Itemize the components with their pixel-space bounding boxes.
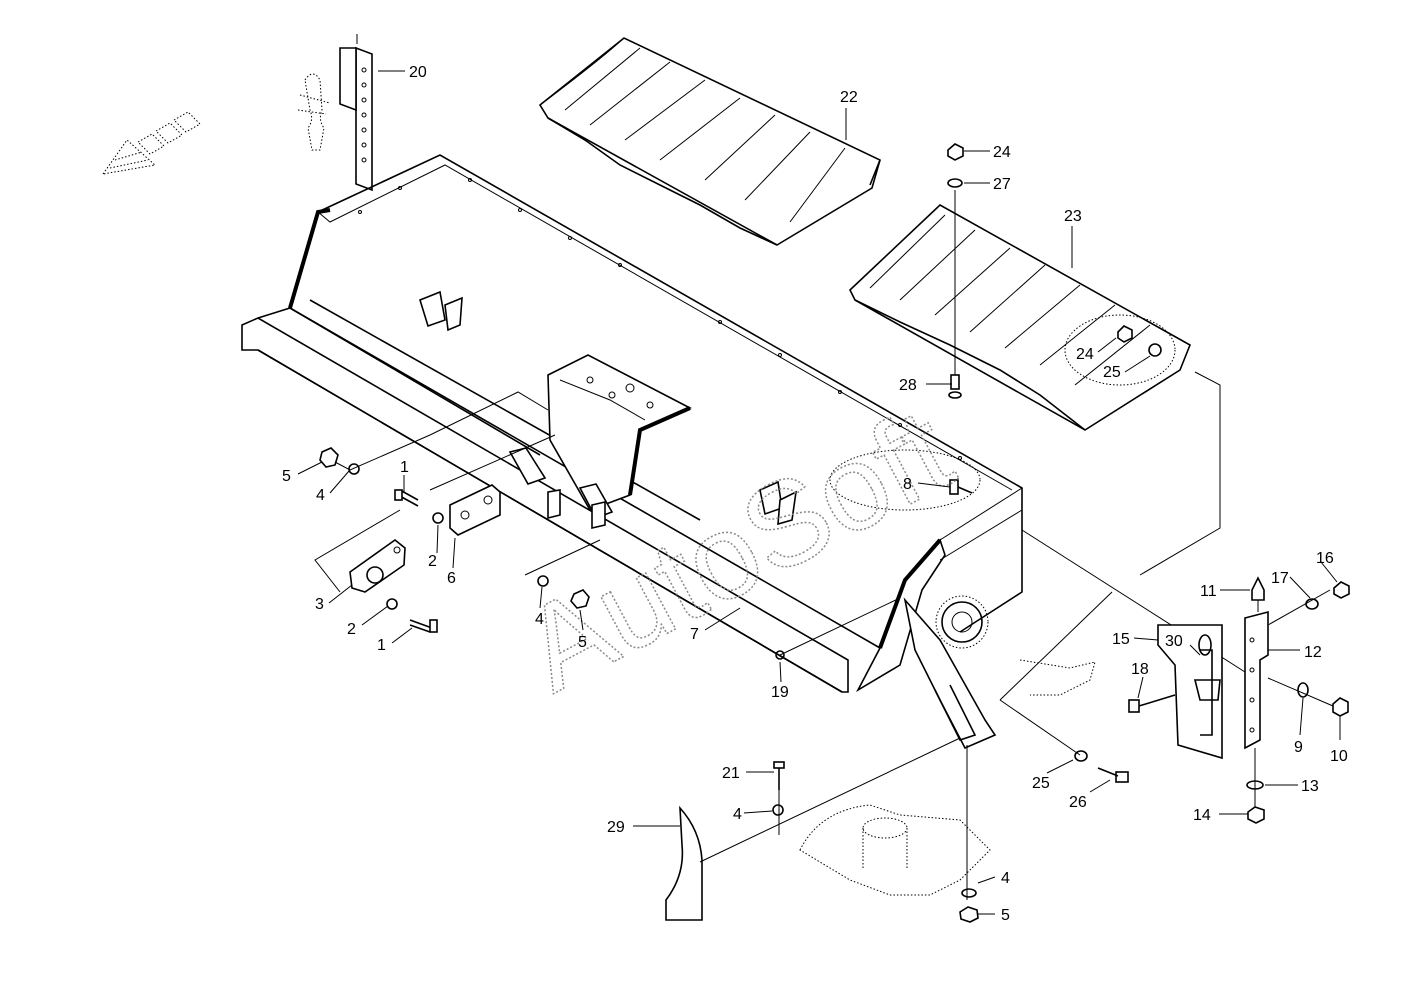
callout-23: 23: [1064, 208, 1082, 225]
direction-arrow-icon: [101, 111, 201, 175]
callout-19: 19: [771, 684, 789, 701]
callout-8: 8: [903, 476, 912, 493]
part-22-cover: [538, 37, 881, 246]
callout-5-left: 5: [282, 468, 291, 485]
callout-27: 27: [993, 176, 1011, 193]
callout-28: 28: [899, 377, 917, 394]
callout-10: 10: [1330, 748, 1348, 765]
callout-14: 14: [1193, 807, 1211, 824]
callout-2-bottom: 2: [347, 621, 356, 638]
callout-24-top: 24: [993, 144, 1011, 161]
callout-1-top: 1: [400, 459, 409, 476]
callout-15: 15: [1112, 631, 1130, 648]
callout-4-left: 4: [316, 487, 325, 504]
callout-24-cover: 24: [1076, 346, 1094, 363]
part-23-cover: [849, 204, 1192, 431]
part-7-main-housing: [241, 154, 1023, 750]
callout-11: 11: [1200, 583, 1217, 600]
callout-17: 17: [1271, 570, 1289, 587]
callout-2-top: 2: [428, 553, 437, 570]
callout-4-right: 4: [1001, 870, 1010, 887]
callout-4-bottom: 4: [733, 806, 742, 823]
callout-30: 30: [1165, 633, 1183, 650]
callout-leaders: [297, 70, 1341, 915]
callout-labels: 20 22 23 24 27 24 25 28 8 5 4 1 2 6 3 2 …: [282, 64, 1348, 924]
callout-26: 26: [1069, 794, 1087, 811]
callout-5-mid: 5: [578, 634, 587, 651]
callout-12: 12: [1304, 644, 1322, 661]
callout-6: 6: [447, 570, 456, 587]
callout-25-bottom: 25: [1032, 775, 1050, 792]
callout-21: 21: [722, 765, 740, 782]
callout-5-right: 5: [1001, 907, 1010, 924]
parts-bottom: [665, 597, 1096, 923]
parts-left-mounting: [314, 391, 601, 633]
callout-9: 9: [1294, 739, 1303, 756]
callout-4-mid: 4: [535, 611, 544, 628]
callout-20: 20: [409, 64, 427, 81]
callout-16: 16: [1316, 550, 1334, 567]
callout-3: 3: [315, 596, 324, 613]
callout-22: 22: [840, 89, 858, 106]
callout-7: 7: [690, 626, 699, 643]
part-20-bracket: [297, 34, 373, 192]
callout-13: 13: [1301, 778, 1319, 795]
parts-right-assembly: [947, 143, 1350, 824]
callout-1-bottom: 1: [377, 637, 386, 654]
callout-29: 29: [607, 819, 625, 836]
callout-25-cover: 25: [1103, 364, 1121, 381]
callout-18: 18: [1131, 661, 1149, 678]
